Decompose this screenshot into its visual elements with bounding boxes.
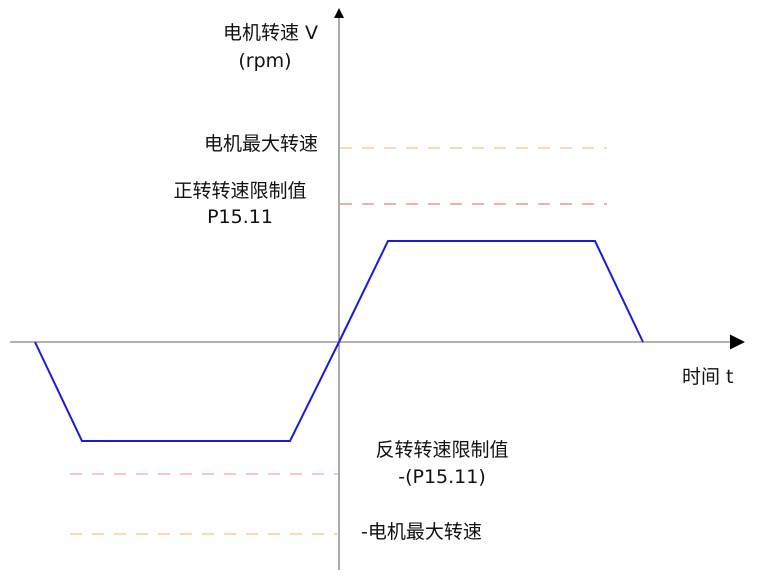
reverse-limit-label-line2: -(P15.11) xyxy=(398,466,486,488)
forward-limit-label-line1: 正转转速限制值 xyxy=(173,180,307,202)
speed-curve xyxy=(34,240,644,442)
max-speed-label: 电机最大转速 xyxy=(203,133,318,155)
x-axis-label: 时间 t xyxy=(682,366,734,388)
reverse-limit-label-line1: 反转转速限制值 xyxy=(375,439,509,461)
y-axis-label-line1: 电机转速 V xyxy=(222,22,318,44)
neg-max-speed-label: -电机最大转速 xyxy=(361,521,482,543)
y-axis-label-line2: (rpm) xyxy=(238,50,292,72)
forward-limit-label-line2: P15.11 xyxy=(207,206,273,228)
